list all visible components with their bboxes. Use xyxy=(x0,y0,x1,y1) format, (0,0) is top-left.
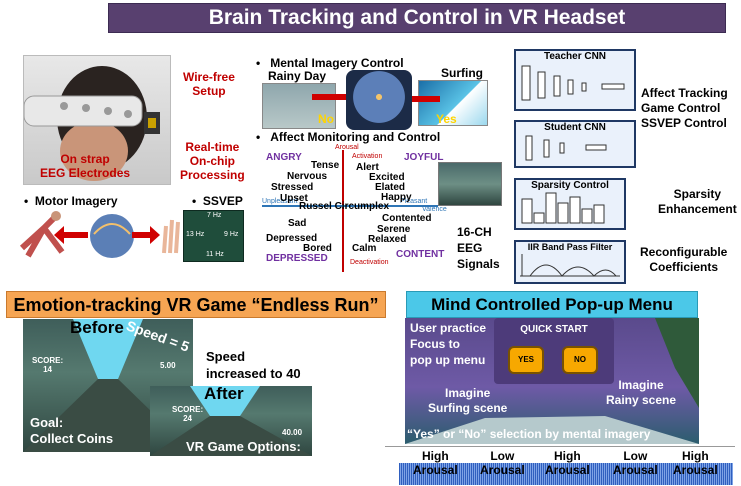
quick-start-menu[interactable]: QUICK START YES NO xyxy=(494,318,614,384)
arousal-label-2: Low Arousal xyxy=(480,449,525,477)
yes-label: Yes xyxy=(436,112,457,126)
student-cnn-label: Student CNN xyxy=(544,122,606,133)
no-label: No xyxy=(318,112,334,126)
wire-free-label: Wire-free Setup xyxy=(183,70,235,98)
word-serene: Serene xyxy=(377,224,411,235)
word-nervous: Nervous xyxy=(287,171,328,182)
angry-label: ANGRY xyxy=(266,152,302,163)
affect-title: • Affect Monitoring and Control xyxy=(256,130,441,144)
word-elated: Elated xyxy=(375,182,406,193)
teacher-cnn-diagram xyxy=(521,65,625,101)
endless-run-banner: Emotion-tracking VR Game “Endless Run” xyxy=(6,291,386,318)
eeg-signals-label: 16-CH EEG Signals xyxy=(457,225,500,271)
surfing-label: Surfing xyxy=(441,66,483,80)
speed-increased-label: Speed increased to 40 xyxy=(206,349,301,381)
word-bored: Bored xyxy=(303,243,332,254)
ssvep-panel: 7 Hz 13 Hz 9 Hz 11 Hz xyxy=(183,210,244,262)
circumplex-horizontal-axis xyxy=(262,205,438,207)
arousal-axis-label: Arousal xyxy=(335,144,359,151)
arousal-label-1: High Arousal xyxy=(413,449,458,477)
iir-filter-label: IIR Band Pass Filter xyxy=(527,242,613,252)
word-sad: Sad xyxy=(288,218,307,229)
sparsity-histogram xyxy=(521,192,605,224)
sparsity-control-block: Sparsity Control xyxy=(514,178,626,230)
word-stressed: Stressed xyxy=(271,182,314,193)
iir-filter-block: IIR Band Pass Filter xyxy=(514,240,626,284)
headset-illustration xyxy=(24,66,160,181)
score-before: SCORE: 14 xyxy=(32,356,64,374)
after-corridor xyxy=(150,386,312,456)
processing-label: Real-time On-chip Processing xyxy=(180,140,245,182)
sparsity-enhancement-label: Sparsity Enhancement xyxy=(658,187,737,216)
rainy-day-image xyxy=(262,83,336,129)
iir-response-plot xyxy=(520,254,620,277)
yes-button[interactable]: YES xyxy=(508,346,544,374)
imagine-surfing-label: Imagine Surfing scene xyxy=(428,386,508,415)
ssvep-freq-right: 9 Hz xyxy=(224,231,239,238)
ssvep-freq-top: 7 Hz xyxy=(207,212,222,219)
valence-label: Valence xyxy=(422,206,447,213)
ssvep-freq-bottom: 11 Hz xyxy=(206,251,224,258)
word-upset: Upset xyxy=(280,193,308,204)
game-options-label: VR Game Options: xyxy=(186,439,301,454)
circumplex-label: Russel Circumplex xyxy=(299,201,390,212)
arousal-signal xyxy=(399,463,733,485)
teacher-cnn-label: Teacher CNN xyxy=(543,51,607,62)
speed-value-before: 5.00 xyxy=(160,361,176,370)
quick-start-label: QUICK START xyxy=(520,324,588,335)
popup-banner: Mind Controlled Pop-up Menu xyxy=(406,291,698,318)
ssvep-label: • SSVEP xyxy=(192,194,243,208)
surfing-image xyxy=(418,80,488,126)
before-label: Before xyxy=(70,318,124,337)
unpleasant-label: Unpleasant xyxy=(262,198,298,205)
deactivation-label: Deactivation xyxy=(350,259,389,266)
motor-imagery-figure xyxy=(14,208,184,260)
teacher-cnn-block: Teacher CNN xyxy=(514,49,636,111)
word-alert: Alert xyxy=(356,162,379,173)
depressed-quadrant-label: DEPRESSED xyxy=(266,253,328,264)
arousal-label-3: High Arousal xyxy=(545,449,590,477)
arousal-label-4: Low Arousal xyxy=(613,449,658,477)
arrow-no xyxy=(312,94,346,100)
selection-caption: “Yes” or “No” selection by mental imager… xyxy=(407,427,651,441)
sparsity-control-label: Sparsity Control xyxy=(531,180,609,191)
arousal-label-5: High Arousal xyxy=(673,449,718,477)
content-label: CONTENT xyxy=(396,249,445,260)
goal-label: Goal: Collect Coins xyxy=(30,415,114,446)
motor-imagery-label: • Motor Imagery xyxy=(24,194,118,208)
game-after-panel xyxy=(150,386,312,456)
rainy-day-label: Rainy Day xyxy=(268,69,327,83)
mental-brain-image xyxy=(346,70,412,130)
joyful-label: JOYFUL xyxy=(404,152,444,163)
affect-tracking-label: Affect Tracking Game Control SSVEP Contr… xyxy=(641,86,728,130)
word-excited: Excited xyxy=(369,172,405,183)
word-tense: Tense xyxy=(311,160,340,171)
no-button[interactable]: NO xyxy=(562,346,598,374)
pleasant-label: Pleasant xyxy=(400,198,428,205)
word-relaxed: Relaxed xyxy=(368,234,407,245)
affect-game-thumbnail xyxy=(438,162,502,206)
arousal-strip: High Arousal Low Arousal High Arousal Lo… xyxy=(385,446,735,486)
student-cnn-block: Student CNN xyxy=(514,120,636,168)
popup-scene-art xyxy=(405,318,699,444)
word-contented: Contented xyxy=(382,213,432,224)
arrow-yes xyxy=(412,96,440,102)
page-title: Brain Tracking and Control in VR Headset xyxy=(108,3,726,33)
speed-value-after: 40.00 xyxy=(282,428,303,437)
after-label: After xyxy=(204,384,244,403)
reconfigurable-label: Reconfigurable Coefficients xyxy=(640,245,728,274)
circumplex-vertical-axis xyxy=(342,150,344,272)
word-depressed: Depressed xyxy=(266,233,318,244)
electrodes-label: On strap EEG Electrodes xyxy=(40,152,131,180)
imagine-rainy-label: Imagine Rainy scene xyxy=(606,378,677,407)
user-practice-label: User practice Focus to pop up menu xyxy=(410,321,487,367)
headset-photo xyxy=(23,55,171,185)
activation-label: Activation xyxy=(352,153,383,160)
student-cnn-diagram xyxy=(525,135,607,161)
mental-imagery-title: • Mental Imagery Control xyxy=(256,56,404,70)
word-calm: Calm xyxy=(352,243,377,254)
ssvep-freq-left: 13 Hz xyxy=(186,231,205,238)
score-after: SCORE: 24 xyxy=(172,405,204,423)
word-happy: Happy xyxy=(381,192,412,203)
